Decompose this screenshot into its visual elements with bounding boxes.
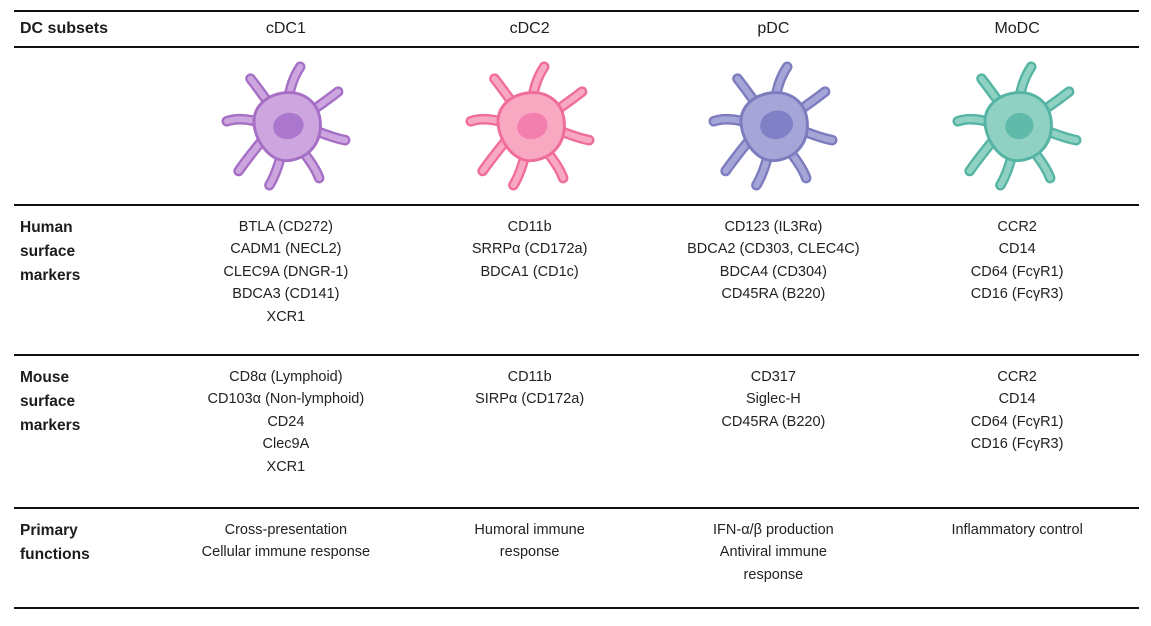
functions-modc: Inflammatory control <box>951 522 1083 538</box>
row-human-surface-markers: Human surface markers BTLA (CD272) CADM1… <box>14 204 1139 354</box>
human-markers-modc: CCR2 CD14 CD64 (FcγR1) CD16 (FcγR3) <box>970 219 1064 303</box>
row-label-primary-functions: Primary functions <box>20 522 90 564</box>
cdc1-cell-illustration <box>221 61 351 191</box>
mouse-markers-cdc1: CD8α (Lymphoid) CD103α (Non-lymphoid) CD… <box>207 369 365 475</box>
mouse-markers-modc: CCR2 CD14 CD64 (FcγR1) CD16 (FcγR3) <box>970 369 1064 453</box>
mouse-markers-pdc: CD317 Siglec-H CD45RA (B220) <box>721 369 826 430</box>
header-row-label: DC subsets <box>20 20 109 37</box>
pdc-cell-illustration <box>708 61 838 191</box>
functions-cdc2: Humoral immune response <box>474 522 585 561</box>
cell-illustration-row <box>14 46 1139 204</box>
row-label-human-surface-markers: Human surface markers <box>20 219 81 285</box>
human-markers-cdc2: CD11b SRRPα (CD172a) BDCA1 (CD1c) <box>471 219 588 280</box>
mouse-markers-cdc2: CD11b SIRPα (CD172a) <box>475 369 585 408</box>
cdc1-cell-nucleus <box>273 112 304 140</box>
modc-cell-illustration <box>952 61 1082 191</box>
row-primary-functions: Primary functions Cross-presentation Cel… <box>14 507 1139 607</box>
human-markers-cdc1: BTLA (CD272) CADM1 (NECL2) CLEC9A (DNGR-… <box>223 219 349 325</box>
row-label-mouse-surface-markers: Mouse surface markers <box>20 369 81 435</box>
dc-subsets-table: DC subsets cDC1 cDC2 pDC MoDC <box>14 10 1139 609</box>
column-header-cdc2: cDC2 <box>509 20 550 37</box>
cdc2-cell-illustration <box>465 61 595 191</box>
column-header-cdc1: cDC1 <box>265 20 306 37</box>
column-header-modc: MoDC <box>994 20 1040 37</box>
header-row: DC subsets cDC1 cDC2 pDC MoDC <box>14 10 1139 46</box>
row-mouse-surface-markers: Mouse surface markers CD8α (Lymphoid) CD… <box>14 354 1139 507</box>
functions-pdc: IFN-α/β production Antiviral immune resp… <box>713 522 834 583</box>
pdc-cell-nucleus <box>760 110 794 140</box>
cdc2-cell-nucleus <box>516 112 548 140</box>
functions-cdc1: Cross-presentation Cellular immune respo… <box>201 522 371 561</box>
human-markers-pdc: CD123 (IL3Rα) BDCA2 (CD303, CLEC4C) BDCA… <box>687 219 860 303</box>
column-header-pdc: pDC <box>757 20 790 37</box>
modc-cell-nucleus <box>1005 112 1034 140</box>
